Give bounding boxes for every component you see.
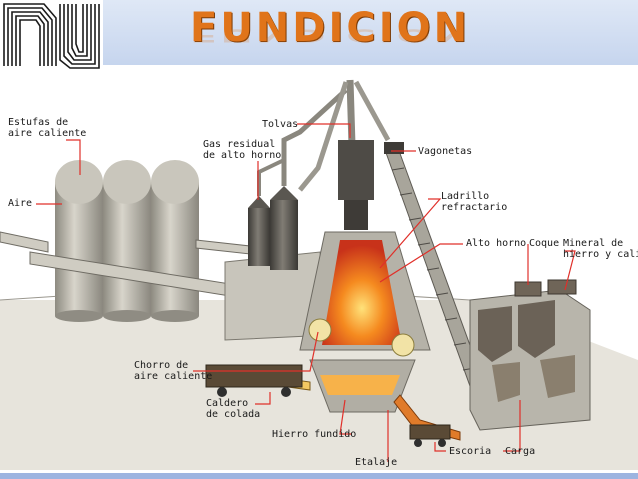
label-hierro-fundido: Hierro fundido	[272, 429, 357, 440]
blast-furnace-diagram	[0, 79, 638, 470]
label-caldero: Caldero de colada	[206, 398, 261, 420]
footer-bar	[0, 473, 638, 479]
tuyere-left	[308, 318, 332, 342]
stove-3	[151, 160, 199, 322]
label-etalaje: Etalaje	[355, 457, 398, 468]
stock-bins	[469, 279, 591, 431]
label-chorro: Chorro de aire caliente	[134, 360, 213, 382]
tuyere-right	[391, 333, 415, 357]
label-vagonetas: Vagonetas	[418, 146, 473, 157]
label-ladrillo: Ladrillo refractario	[441, 191, 508, 213]
page-title-reflection: FUNDICION	[190, 24, 471, 46]
logo-icon	[0, 0, 103, 71]
leader-lines	[36, 123, 576, 462]
label-gas-residual: Gas residual de alto horno	[203, 139, 282, 161]
label-coque: Coque	[529, 238, 560, 249]
gas-cleaner	[248, 88, 348, 270]
slag-car	[409, 424, 451, 447]
label-aire: Aire	[8, 198, 33, 209]
header-bar	[0, 0, 638, 65]
stove-2	[103, 160, 151, 322]
stove-1	[55, 160, 103, 322]
label-escoria: Escoria	[449, 446, 492, 457]
page-title: FUNDICION	[190, 5, 471, 51]
label-carga: Carga	[505, 446, 536, 457]
label-mineral: Mineral de hierro y caliza	[563, 238, 638, 260]
label-estufas: Estufas de aire caliente	[8, 117, 87, 139]
label-tolvas: Tolvas	[262, 119, 299, 130]
label-alto-horno: Alto horno	[466, 238, 527, 249]
